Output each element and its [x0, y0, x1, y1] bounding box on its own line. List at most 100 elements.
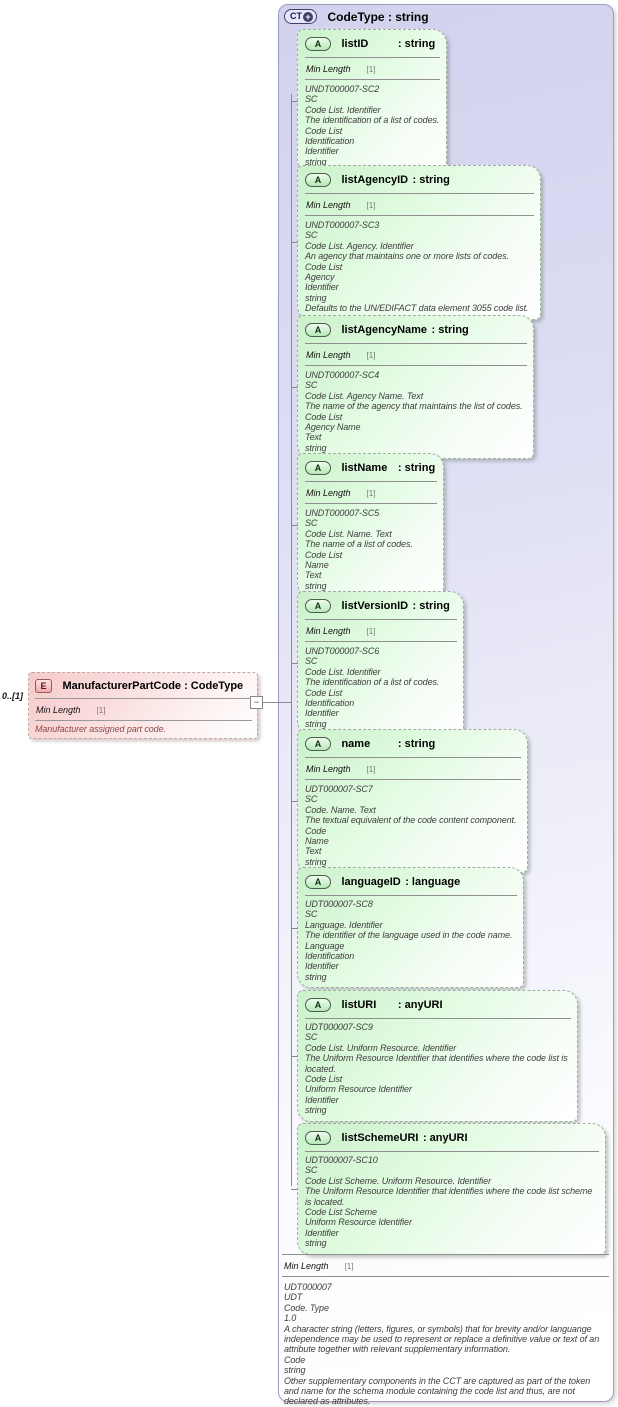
description-line: Code. Type — [284, 1302, 329, 1313]
attribute-facet-row: Min Length[1] — [305, 757, 521, 780]
connector-stub — [291, 525, 298, 527]
attribute-badge-icon: A — [305, 460, 331, 475]
facet-value: [1] — [344, 1262, 354, 1271]
attribute-node[interactable]: A listName : string Min Length[1] UNDT00… — [291, 453, 444, 598]
description-line: The identification of a list of codes. — [305, 115, 440, 126]
description-line: Code — [305, 825, 327, 836]
description-line: Identifier — [305, 961, 339, 972]
attribute-node[interactable]: A listID : string Min Length[1] UNDT0000… — [291, 29, 447, 174]
description-line: Code List — [305, 411, 343, 422]
description-line: Code. Name. Text — [305, 804, 376, 815]
description-line: An agency that maintains one or more lis… — [305, 251, 509, 262]
attribute-name: listID — [341, 37, 369, 50]
attribute-type: : anyURI — [397, 998, 443, 1011]
description-line: UNDT000007-SC6 — [305, 646, 380, 656]
description-line: SC — [305, 656, 318, 667]
attribute-badge-icon: A — [305, 1130, 331, 1145]
description-line: Identifier — [305, 1094, 339, 1105]
description-line: Language — [305, 940, 345, 951]
description-line: SC — [305, 909, 318, 920]
description-line: string — [305, 856, 327, 867]
element-header: E ManufacturerPartCode : CodeType — [35, 677, 252, 698]
attribute-type: : language — [405, 875, 461, 888]
connector-stub — [291, 927, 298, 929]
description-line: The Uniform Resource Identifier that ide… — [305, 1186, 593, 1207]
attribute-node[interactable]: A name : string Min Length[1] UDT000007-… — [291, 729, 528, 874]
connector-stub — [291, 1188, 298, 1190]
description-line: string — [305, 1238, 327, 1249]
description-line: string — [305, 442, 327, 453]
attribute-name: listSchemeURI — [341, 1131, 419, 1144]
attribute-badge-icon: A — [305, 874, 331, 889]
complex-type-node-codetype[interactable]: CT+ CodeType : string A listID : string … — [278, 4, 614, 1406]
attribute-header: A listID : string — [305, 35, 440, 57]
connector-stub — [291, 101, 298, 103]
description-line: Name — [305, 836, 329, 847]
description-line: Code List — [305, 549, 343, 560]
description-line: Language. Identifier — [305, 919, 383, 930]
description-line: Identifier — [305, 1227, 339, 1238]
attribute-node[interactable]: A listVersionID : string Min Length[1] U… — [291, 591, 464, 736]
description-line: SC — [305, 518, 318, 529]
element-node-manufacturer-part-code[interactable]: E ManufacturerPartCode : CodeType Min Le… — [28, 672, 258, 740]
description-line: Identification — [305, 136, 355, 147]
description-line: UDT000007-SC9 — [305, 1022, 373, 1032]
attribute-badge-icon: A — [305, 36, 331, 51]
description-line: Agency — [305, 272, 335, 283]
facet-name: Min Length — [284, 1261, 329, 1271]
facet-name: Min Length — [306, 626, 351, 636]
attribute-header: A listURI : anyURI — [305, 996, 571, 1018]
attribute-name: listAgencyID — [341, 173, 409, 186]
description-line: The textual equivalent of the code conte… — [305, 815, 517, 826]
element-facet-row: Min Length[1] — [35, 698, 252, 721]
element-multiplicity-label: 0..[1] — [2, 691, 24, 701]
element-badge-icon: E — [35, 678, 52, 693]
attribute-header: A name : string — [305, 735, 521, 757]
complex-type-title: CodeType : string — [327, 9, 429, 24]
description-line: UDT — [284, 1292, 303, 1303]
attribute-node[interactable]: A listAgencyID : string Min Length[1] UN… — [291, 165, 541, 320]
attribute-type: : string — [412, 599, 450, 612]
description-line: Identifier — [305, 708, 339, 719]
complex-type-badge-text: CT — [290, 11, 302, 22]
description-line: Code List — [305, 125, 343, 136]
attribute-name: listName — [341, 461, 388, 474]
description-line: Code List. Agency. Identifier — [305, 240, 414, 251]
attribute-header: A listSchemeURI : anyURI — [305, 1129, 599, 1151]
collapse-toggle-icon[interactable]: − — [250, 696, 263, 709]
description-line: SC — [305, 380, 318, 391]
description-line: 1.0 — [284, 1313, 297, 1324]
description-line: string — [284, 1365, 306, 1376]
plus-circle-icon: + — [303, 12, 313, 23]
attribute-badge-icon: A — [305, 598, 331, 613]
description-line: Code List. Identifier — [305, 666, 381, 677]
description-line: Identifier — [305, 146, 339, 157]
description-line: SC — [305, 794, 318, 805]
attribute-facet-row: Min Length[1] — [305, 193, 534, 216]
description-line: Uniform Resource Identifier — [305, 1084, 412, 1095]
attribute-node[interactable]: A listAgencyName : string Min Length[1] … — [291, 315, 534, 460]
description-line: A character string (letters, figures, or… — [284, 1323, 600, 1355]
description-line: The identifier of the language used in t… — [305, 930, 513, 941]
attribute-type: : string — [397, 461, 436, 474]
description-line: Defaults to the UN/EDIFACT data element … — [305, 303, 529, 314]
description-line: UDT000007 — [284, 1282, 332, 1292]
description-line: Code List. Uniform Resource. Identifier — [305, 1042, 457, 1053]
facet-value: [1] — [366, 489, 376, 498]
description-line: Manufacturer assigned part code. — [35, 724, 166, 734]
attribute-facet-row: Min Length[1] — [305, 343, 527, 366]
description-line: string — [305, 156, 327, 167]
description-line: UDT000007-SC10 — [305, 1155, 378, 1165]
description-line: SC — [305, 1165, 318, 1176]
description-line: Agency Name — [305, 422, 361, 433]
